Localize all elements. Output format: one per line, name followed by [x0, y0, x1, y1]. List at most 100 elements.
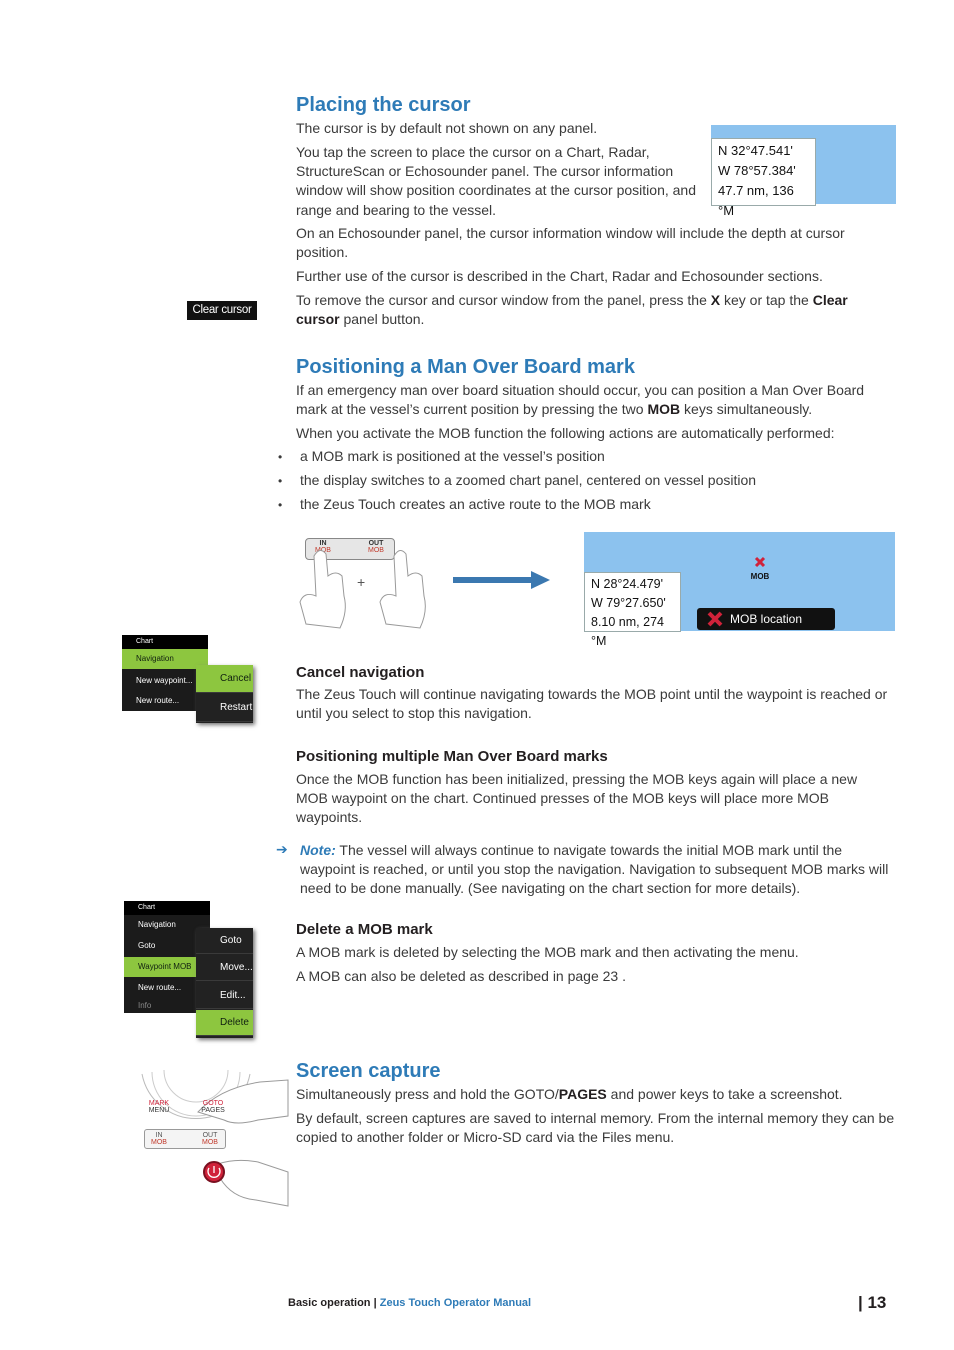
info-latitude: N 32°47.541' [718, 143, 793, 158]
footer-section: Basic operation [288, 1297, 371, 1309]
mob-key-strip [305, 538, 395, 560]
key-name: X [710, 292, 721, 308]
paragraph: On an Echosounder panel, the cursor info… [296, 225, 845, 261]
info-latitude: N 28°24.479' [591, 577, 664, 591]
key-sublabel: MENU [148, 1107, 170, 1114]
popup-item-goto: Goto [196, 928, 253, 954]
paragraph: The Zeus Touch will continue navigating … [296, 686, 888, 722]
menu-item-new-route: New route... [136, 696, 180, 705]
text: key or tap the [720, 292, 813, 308]
note-arrow-icon: ➔ [276, 841, 288, 857]
popup-item-edit: Edit... [196, 983, 253, 1009]
menu-item-navigation: Navigation [122, 649, 208, 669]
paragraph: A MOB can also be deleted as described i… [296, 968, 626, 984]
bullet-item: a MOB mark is positioned at the vessel’s… [300, 448, 605, 464]
note-text: The vessel will always continue to navig… [300, 842, 889, 897]
section-title-mob: Positioning a Man Over Board mark [296, 356, 635, 378]
paragraph: When you activate the MOB function the f… [296, 425, 835, 441]
chart-menu-screenshot: Chart Navigation Goto Waypoint MOB New r… [124, 901, 210, 1013]
menu-item-waypoint-mob: Waypoint MOB [124, 957, 210, 977]
info-longitude: W 78°57.384' [718, 163, 796, 178]
in-mob-key: IN MOB [310, 540, 336, 556]
key-label: OUT [368, 540, 384, 547]
subsection-title-cancel: Cancel navigation [296, 664, 425, 681]
menu-title: Chart [124, 901, 210, 915]
mark-menu-key: MARK MENU [144, 1100, 174, 1116]
paragraph: The cursor is by default not shown on an… [296, 120, 598, 136]
menu-item-new-waypoint: New waypoint... [136, 676, 193, 685]
key-sublabel: MOB [151, 1139, 167, 1146]
navigation-popup-menu: Cancel Restart [196, 665, 253, 723]
menu-item-new-route: New route... [138, 983, 182, 992]
text: and power keys to take a screenshot. [606, 1086, 843, 1102]
menu-item-navigation: Navigation [138, 920, 176, 929]
in-mob-key: IN MOB [150, 1132, 168, 1146]
cursor-info-window: N 28°24.479' W 79°27.650' 8.10 nm, 274 °… [584, 572, 681, 648]
text: To remove the cursor and cursor window f… [296, 292, 711, 308]
section-title-placing-cursor: Placing the cursor [296, 94, 471, 116]
footer-manual-title: Zeus Touch Operator Manual [379, 1297, 532, 1309]
out-mob-key: OUT MOB [362, 540, 390, 556]
cursor-info-panel-image: N 32°47.541' W 78°57.384' 47.7 nm, 136 °… [711, 125, 896, 218]
section-title-screen-capture: Screen capture [296, 1060, 441, 1082]
cursor-info-window: N 32°47.541' W 78°57.384' 47.7 nm, 136 °… [711, 138, 816, 218]
text: keys simultaneously. [680, 401, 813, 418]
screen-capture-keys-illustration: MARK MENU GOTO PAGES IN MOB OUT MOB [140, 1068, 290, 1208]
info-longitude: W 79°27.650' [591, 596, 666, 610]
menu-item-info: Info [138, 1001, 152, 1010]
key-sublabel: MOB [202, 1139, 218, 1146]
key-label: MARK [148, 1100, 170, 1107]
menu-item-goto: Goto [138, 941, 156, 950]
key-label: IN [319, 540, 327, 547]
paragraph: If an emergency man over board situation… [296, 381, 894, 419]
rotary-knob-icon [141, 1069, 289, 1207]
mob-saved-notification: MOB location saved [697, 608, 835, 648]
key-sublabel: MOB [315, 547, 331, 554]
footer-separator: | [370, 1297, 380, 1309]
text: If an emergency man over board situation… [296, 382, 865, 418]
bullet-item: the Zeus Touch creates an active route t… [300, 496, 651, 512]
goto-pages-key: GOTO PAGES [198, 1100, 228, 1116]
mob-popup-menu: Goto Move... Edit... Delete [196, 928, 253, 1038]
key-label: GOTO [202, 1100, 224, 1107]
paragraph: By default, screen captures are saved to… [296, 1110, 895, 1146]
popup-item-move: Move... [196, 955, 253, 981]
text: Simultaneously press and hold the GOTO/ [296, 1086, 559, 1102]
subsection-title-delete: Delete a MOB mark [296, 921, 433, 938]
paragraph: To remove the cursor and cursor window f… [296, 291, 886, 329]
key-name: PAGES [558, 1086, 607, 1102]
menu-title: Chart [122, 635, 208, 649]
note-paragraph: Note: The vessel will always continue to… [300, 841, 890, 899]
paragraph: Simultaneously press and hold the GOTO/P… [296, 1085, 896, 1104]
plus-sign: + [357, 574, 366, 590]
paragraph: A MOB mark is deleted by selecting the M… [296, 944, 799, 960]
note-label: Note: [300, 842, 336, 858]
mob-key-strip [144, 1129, 226, 1149]
popup-item-restart: Restart [196, 694, 253, 722]
text: panel button. [339, 311, 425, 328]
mob-keys-illustration: IN MOB OUT MOB + [296, 536, 431, 631]
bullet-marker: • [278, 474, 283, 488]
chart-menu-screenshot: Chart Navigation New waypoint... New rou… [122, 635, 208, 711]
key-label: IN [155, 1132, 163, 1139]
subsection-title-multiple: Positioning multiple Man Over Board mark… [296, 748, 608, 765]
paragraph: Once the MOB function has been initializ… [296, 771, 858, 826]
bullet-marker: • [278, 498, 283, 512]
footer-breadcrumb: Basic operation | Zeus Touch Operator Ma… [288, 1297, 531, 1309]
mob-x-icon [707, 611, 723, 627]
popup-item-delete: Delete [196, 1010, 253, 1036]
mob-x-icon [754, 556, 766, 568]
saved-label: MOB location saved [730, 612, 803, 648]
bullet-marker: • [278, 450, 283, 464]
key-name: MOB [647, 401, 681, 418]
bullet-item: the display switches to a zoomed chart p… [300, 472, 757, 488]
page-number: | 13 [858, 1293, 887, 1312]
info-range-bearing: 47.7 nm, 136 °M [718, 183, 794, 218]
out-mob-key: OUT MOB [200, 1132, 220, 1146]
info-range-bearing: 8.10 nm, 274 °M [591, 615, 664, 648]
button-name: Clear cursor [296, 292, 848, 328]
key-label: OUT [202, 1132, 218, 1139]
pressing-fingers-icon [299, 550, 426, 629]
paragraph: Further use of the cursor is described i… [296, 268, 823, 284]
mob-mark: MOB [749, 555, 771, 581]
